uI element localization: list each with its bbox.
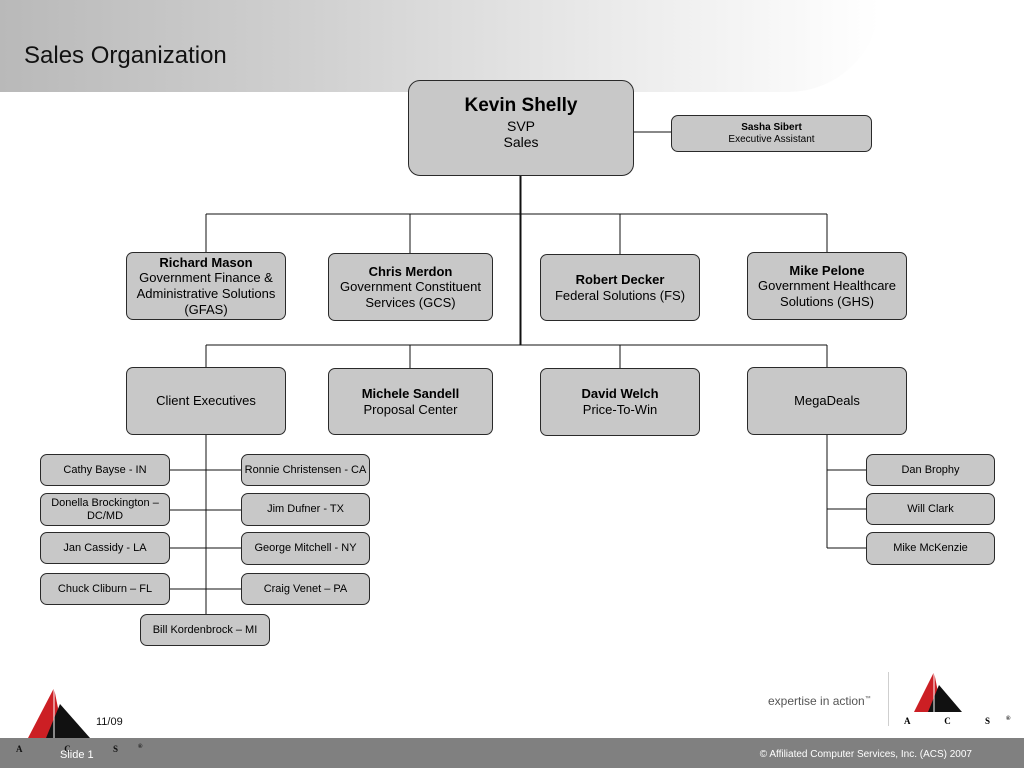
acs-logo-large-icon [914,672,962,712]
svp-name: Kevin Shelly [464,94,578,116]
megadeals-member: Mike McKenzie [866,532,995,565]
registered-mark: ® [138,744,143,750]
header-band [0,0,880,92]
assistant-role: Executive Assistant [728,133,815,145]
tagline-text: expertise in action [768,694,865,708]
page-title: Sales Organization [24,42,227,69]
client-executive-member: Cathy Bayse - IN [40,454,170,486]
svp-box: Kevin Shelly SVP Sales [408,80,634,176]
client-executive-member: Ronnie Christensen - CA [241,454,370,486]
price-to-win-box: David Welch Price-To-Win [540,368,700,436]
division-line: Services (GCS) [365,294,456,310]
footer-bar [0,738,1024,768]
svp-department: Sales [503,134,539,151]
division-box-ghs: Mike Pelone Government Healthcare Soluti… [747,252,907,320]
tagline: expertise in action™ [768,694,871,708]
assistant-box: Sasha Sibert Executive Assistant [671,115,872,152]
acs-logo-icon [28,688,90,738]
member-name: Cathy Bayse - IN [63,463,147,476]
member-name: Jan Cassidy - LA [63,541,147,554]
member-name: Bill Kordenbrock – MI [152,623,258,636]
division-line: Government Finance & [139,270,273,286]
client-executive-member: George Mitchell - NY [241,532,370,565]
copyright-text: © Affiliated Computer Services, Inc. (AC… [759,749,972,760]
division-leader-name: Chris Merdon [368,263,453,279]
member-name: Craig Venet – PA [263,582,348,595]
megadeals-member: Will Clark [866,493,995,525]
member-name: Mike McKenzie [893,542,968,555]
client-executive-member: Craig Venet – PA [241,573,370,605]
client-executives-box: Client Executives [126,367,286,435]
member-name: George Mitchell - NY [254,542,357,555]
division-box-gfas: Richard Mason Government Finance & Admin… [126,252,286,320]
unit-leader-name: David Welch [581,386,659,402]
division-line: Administrative Solutions [136,286,276,301]
unit-role: Proposal Center [363,401,458,417]
client-executive-member: Donella Brockington – DC/MD [40,493,170,526]
member-name: Donella Brockington – DC/MD [51,496,159,522]
unit-label: Client Executives [156,393,256,409]
member-name: Ronnie Christensen - CA [244,463,367,476]
client-executive-member: Chuck Cliburn – FL [40,573,170,605]
slide-number: Slide 1 [60,749,94,761]
division-line: Government Healthcare [757,278,896,294]
unit-role: Price-To-Win [582,402,658,417]
assistant-name: Sasha Sibert [741,122,802,133]
division-box-fs: Robert Decker Federal Solutions (FS) [540,254,700,321]
division-leader-name: Robert Decker [575,271,665,287]
client-executive-member: Jim Dufner - TX [241,493,370,526]
division-leader-name: Mike Pelone [789,262,865,278]
acs-wordmark: A C S® [904,716,1011,726]
registered-mark: ® [1006,716,1011,722]
acs-wordmark-small-text: A C S [16,744,139,754]
division-line: Solutions (GHS) [780,293,874,309]
acs-wordmark-text: A C S [904,716,1007,726]
division-line: Government Constituent [340,279,481,295]
megadeals-member: Dan Brophy [866,454,995,486]
division-line: (GFAS) [184,301,228,317]
division-line: Federal Solutions (FS) [554,287,686,303]
footer-divider [888,672,889,726]
division-leader-name: Richard Mason [159,254,253,270]
member-name: Jim Dufner - TX [267,503,344,516]
megadeals-box: MegaDeals [747,367,907,435]
trademark-mark: ™ [864,696,871,702]
acs-wordmark-small: A C S® [16,744,143,754]
client-executive-member: Jan Cassidy - LA [40,532,170,564]
proposal-center-box: Michele Sandell Proposal Center [328,368,493,435]
unit-leader-name: Michele Sandell [361,385,460,401]
slide-date: 11/09 [96,716,123,728]
member-name: Chuck Cliburn – FL [57,582,153,595]
division-box-gcs: Chris Merdon Government Constituent Serv… [328,253,493,321]
svp-title: SVP [506,117,535,134]
unit-label: MegaDeals [794,393,860,409]
client-executive-member: Bill Kordenbrock – MI [140,614,270,646]
member-name: Will Clark [907,502,954,515]
member-name: Dan Brophy [901,463,960,476]
